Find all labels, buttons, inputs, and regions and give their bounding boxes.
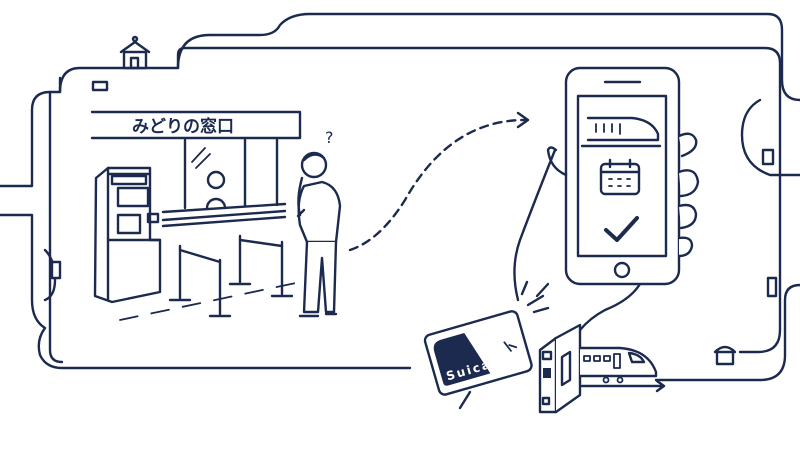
ticket-gate bbox=[538, 323, 582, 414]
signal-box-icon bbox=[91, 80, 109, 92]
signal-box-icon bbox=[761, 148, 775, 166]
tap-lines bbox=[520, 280, 550, 314]
checkmark-icon bbox=[604, 216, 639, 242]
hand-holding-smartphone bbox=[513, 66, 700, 332]
ticket-vending-machine bbox=[93, 166, 162, 304]
outer-track-frame bbox=[0, 12, 800, 382]
signal-box-icon bbox=[766, 276, 778, 298]
train-icon bbox=[580, 116, 662, 148]
queue-stanchions bbox=[119, 234, 311, 321]
station-building-icon bbox=[713, 345, 737, 366]
phone-screen bbox=[576, 94, 668, 258]
smartphone bbox=[564, 66, 681, 286]
signal-box-icon bbox=[50, 260, 62, 280]
ticket-counter-window bbox=[161, 138, 287, 228]
midori-no-madoguchi-sign: みどりの窓口 bbox=[90, 110, 302, 140]
sign-label: みどりの窓口 bbox=[132, 116, 234, 137]
calendar-icon bbox=[599, 158, 641, 196]
suica-card: Suica bbox=[423, 310, 533, 396]
station-building-icon bbox=[119, 35, 151, 70]
question-mark: ? bbox=[325, 128, 334, 147]
dashed-arrow bbox=[348, 111, 530, 252]
bullet-train bbox=[578, 346, 666, 393]
confused-person: ? bbox=[296, 128, 342, 318]
